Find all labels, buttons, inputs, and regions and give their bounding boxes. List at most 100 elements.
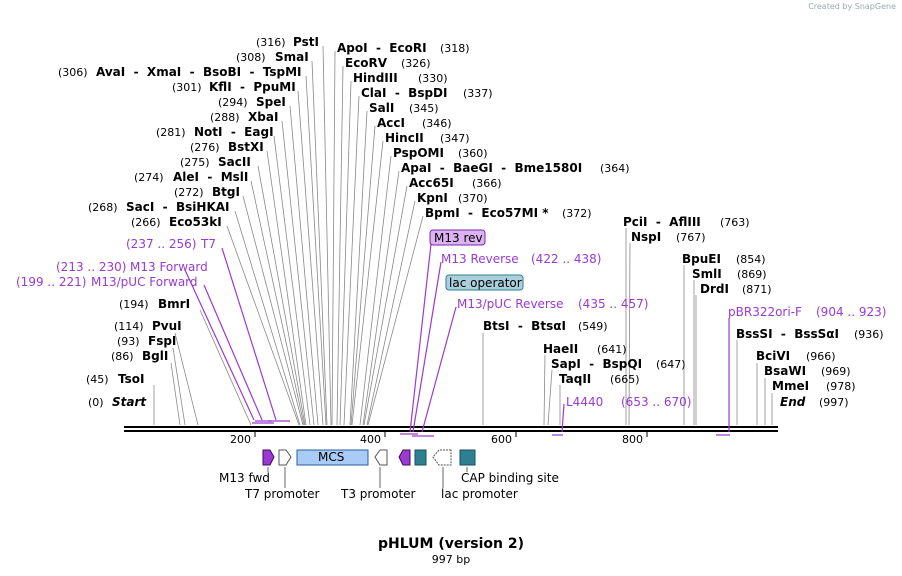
site-name: SapI - BspQI	[551, 357, 642, 371]
primer-labels: (237 .. 256) T7 M13 rev M13 Reverse (422…	[16, 229, 886, 409]
site-name: TsoI	[118, 372, 144, 386]
m13-rev-arrow	[398, 449, 411, 466]
primer-connectors	[184, 243, 730, 437]
mcs-box	[296, 449, 369, 466]
site-position: (93)	[117, 335, 140, 348]
feature-label: lac promoter	[441, 487, 518, 501]
t7-promoter-arrow	[278, 449, 292, 466]
site-position: (372)	[562, 207, 592, 220]
tick-label: 600	[491, 433, 512, 446]
primer-range: (237 .. 256)	[126, 237, 196, 251]
site-name: BmrI	[158, 297, 190, 311]
site-name: AvaI - XmaI - BsoBI - TspMI	[96, 65, 302, 79]
site-position: (266)	[131, 216, 161, 229]
site-position: (194)	[119, 298, 149, 311]
primer-name: pBR322ori-F	[728, 305, 802, 319]
site-name: BglI	[142, 349, 168, 363]
site-position: (274)	[134, 171, 164, 184]
site-name: TaqII	[559, 372, 591, 386]
site-name: NotI - EagI	[194, 125, 274, 139]
site-name: KflI - PpuMI	[209, 80, 296, 94]
site-position: (281)	[156, 126, 186, 139]
primer-range: (904 .. 923)	[816, 305, 886, 319]
site-position: (665)	[610, 373, 640, 386]
site-name: End	[780, 395, 806, 409]
site-name: ApaI - BaeGI - Bme1580I	[401, 161, 582, 175]
site-name: SacI - BsiHKAI	[126, 200, 230, 214]
site-position: (288)	[210, 111, 240, 124]
site-position: (45)	[86, 373, 109, 386]
primer-name: M13/pUC Reverse	[457, 297, 564, 311]
site-position: (306)	[58, 66, 88, 79]
site-name: SmlI	[692, 267, 722, 281]
site-position: (114)	[114, 320, 144, 333]
site-name: Acc65I	[409, 176, 454, 190]
site-name: BpuEI	[682, 252, 721, 266]
site-name: BtsI - BtsαI	[483, 319, 566, 333]
site-name: BstXI	[228, 140, 264, 154]
site-name: PspOMI	[393, 146, 444, 160]
site-position: (294)	[218, 96, 248, 109]
site-name: PciI - AflIII	[623, 215, 701, 229]
feature-label: T3 promoter	[340, 487, 416, 501]
ruler	[254, 432, 648, 437]
site-name: XbaI	[248, 110, 278, 124]
site-name: SmaI	[275, 50, 309, 64]
feature-label: lac operator	[449, 276, 522, 290]
site-position: (346)	[422, 117, 452, 130]
site-position: (549)	[578, 320, 608, 333]
site-position: (366)	[472, 177, 502, 190]
site-name: DrdI	[700, 282, 729, 296]
primer-range: (653 .. 670)	[621, 395, 691, 409]
tick-label: 400	[360, 433, 381, 446]
site-name: SacII	[218, 155, 251, 169]
lac-operator-box	[445, 274, 524, 291]
site-position: (326)	[401, 57, 431, 70]
site-labels: (316) PstI ApoI - EcoRI (318) (308) SmaI…	[58, 35, 884, 409]
plasmid-title: pHLUM (version 2)	[378, 536, 524, 552]
site-name: HincII	[385, 131, 424, 145]
site-position: (301)	[172, 81, 202, 94]
site-name: PstI	[293, 35, 319, 49]
site-name: Start	[112, 395, 147, 409]
site-position: (347)	[440, 132, 470, 145]
lac-promoter-arrow	[432, 449, 452, 466]
site-connectors	[153, 45, 773, 426]
site-position: (268)	[88, 201, 118, 214]
site-name: NspI	[631, 230, 661, 244]
site-name: SalI	[369, 101, 394, 115]
site-name: BciVI	[756, 349, 790, 363]
site-position: (272)	[174, 186, 204, 199]
site-name: ApoI - EcoRI	[337, 41, 427, 55]
primer-name: L4440	[566, 395, 603, 409]
site-name: HindIII	[353, 71, 398, 85]
site-position: (318)	[440, 42, 470, 55]
site-position: (276)	[190, 141, 220, 154]
site-position: (763)	[720, 216, 750, 229]
plasmid-length: 997 bp	[431, 553, 471, 566]
site-name: KpnI	[417, 191, 448, 205]
primer-name: T7	[200, 237, 216, 251]
feature-label: CAP binding site	[461, 471, 559, 485]
site-position: (966)	[806, 350, 836, 363]
site-position: (275)	[180, 156, 210, 169]
cap-binding-block	[459, 449, 476, 466]
site-position: (345)	[409, 102, 439, 115]
site-name: BtgI	[212, 185, 240, 199]
site-position: (308)	[236, 51, 266, 64]
site-position: (647)	[656, 358, 686, 371]
site-name: FspI	[148, 334, 176, 348]
lac-operator-block	[414, 449, 427, 466]
site-position: (316)	[256, 36, 286, 49]
feature-label: T7 promoter	[244, 487, 320, 501]
snapgene-credit: Created by SnapGene	[808, 2, 896, 11]
site-name: EcoRV	[345, 56, 388, 70]
primer-range: (213 .. 230)	[56, 260, 126, 274]
tick-label: 800	[622, 433, 643, 446]
primer-name: M13 Reverse	[441, 252, 519, 266]
site-position: (330)	[418, 72, 448, 85]
site-name: SpeI	[256, 95, 286, 109]
site-position: (969)	[821, 365, 851, 378]
site-name: MmeI	[772, 379, 809, 393]
